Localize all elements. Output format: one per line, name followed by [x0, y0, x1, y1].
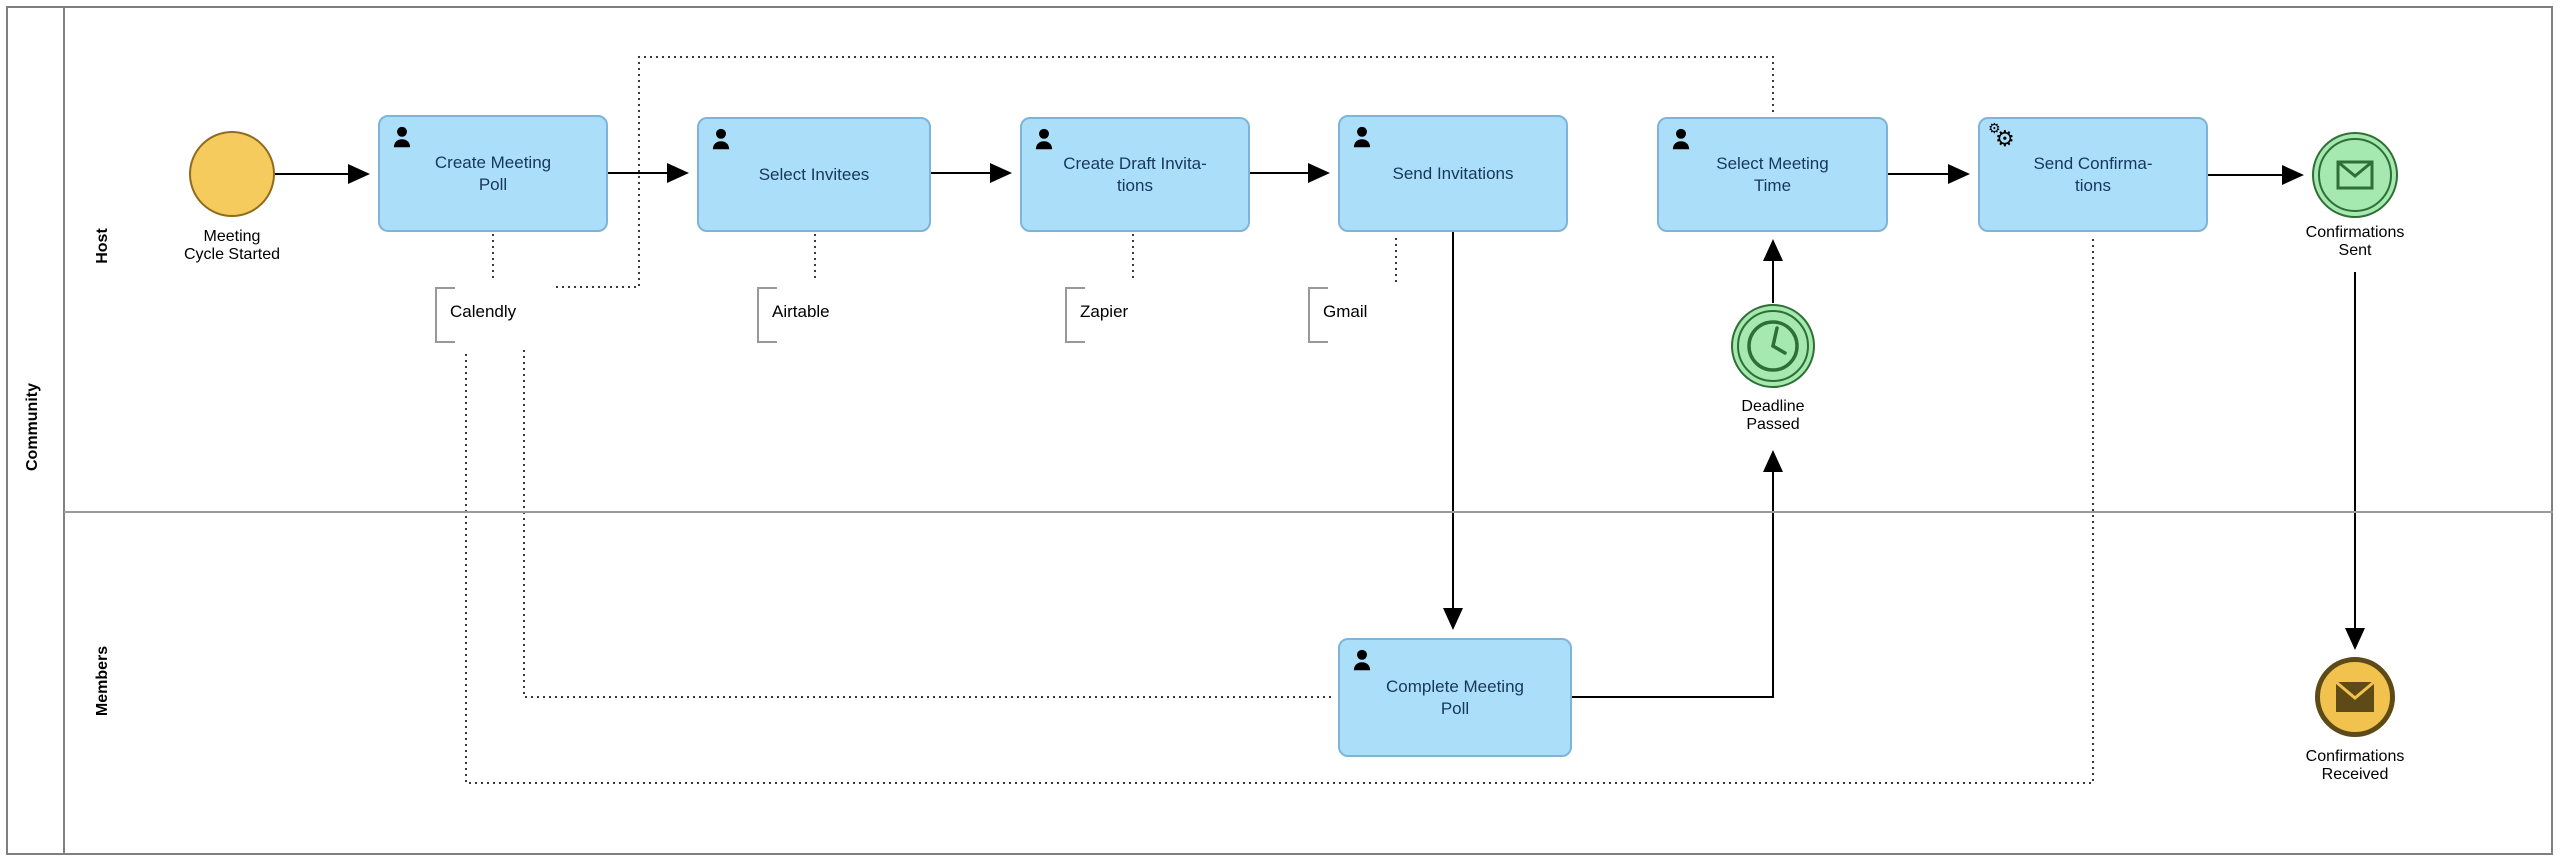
annotation-bracket-zapier — [1065, 287, 1085, 343]
user-icon — [712, 128, 730, 150]
task-label: Create Meeting Poll — [434, 153, 552, 194]
task-create-meeting-poll[interactable]: Create Meeting Poll — [378, 115, 608, 232]
task-label: Send Confirma- tions — [2033, 154, 2153, 195]
task-select-invitees[interactable]: Select Invitees — [697, 117, 931, 232]
task-send-invitations[interactable]: Send Invitations — [1338, 115, 1568, 232]
user-icon — [1353, 649, 1371, 671]
clock-icon — [1747, 320, 1799, 372]
annotation-calendly[interactable]: Calendly — [450, 302, 517, 321]
user-icon — [1035, 128, 1053, 150]
start-event-label: Meeting Cycle Started — [183, 228, 281, 264]
event-inner-ring — [2318, 138, 2392, 212]
association-calendly-to-select-meeting-time[interactable] — [556, 56, 1774, 288]
lane-label-members: Members — [94, 645, 111, 717]
envelope-icon — [2336, 160, 2374, 190]
end-event-confirmations-received[interactable] — [2315, 657, 2395, 737]
task-label: Create Draft Invita- tions — [1063, 154, 1207, 195]
lane-divider-host-members — [64, 511, 2553, 513]
gear-icon: ⚙⚙ — [1988, 120, 2015, 151]
deadline-passed-label: Deadline Passed — [1741, 398, 1805, 434]
envelope-filled-icon — [2335, 680, 2375, 712]
start-event-meeting-cycle-started[interactable] — [189, 131, 275, 217]
lane-label-host: Host — [94, 228, 111, 264]
user-icon — [1353, 126, 1371, 148]
association-calendly-to-complete-poll[interactable] — [523, 350, 1334, 698]
event-inner-ring — [1737, 310, 1809, 382]
pool-header-divider — [63, 6, 65, 855]
pool-community — [6, 6, 2553, 855]
task-label: Select Invitees — [758, 164, 870, 184]
task-label: Select Meeting Time — [1716, 154, 1829, 195]
task-create-draft-invitations[interactable]: Create Draft Invita- tions — [1020, 117, 1250, 232]
user-icon — [1672, 128, 1690, 150]
annotation-zapier[interactable]: Zapier — [1080, 302, 1129, 321]
timer-event-deadline-passed[interactable] — [1731, 304, 1815, 388]
annotation-gmail[interactable]: Gmail — [1323, 302, 1368, 321]
intermediate-event-confirmations-sent[interactable] — [2312, 132, 2398, 218]
task-label: Send Invitations — [1392, 163, 1514, 183]
task-label: Complete Meeting Poll — [1386, 677, 1524, 718]
task-complete-meeting-poll[interactable]: Complete Meeting Poll — [1338, 638, 1572, 757]
association-calendly-to-send-confirmations[interactable] — [465, 236, 2094, 784]
annotation-airtable[interactable]: Airtable — [772, 302, 830, 321]
task-send-confirmations[interactable]: ⚙⚙ Send Confirma- tions — [1978, 117, 2208, 232]
annotation-bracket-gmail — [1308, 287, 1328, 343]
annotation-bracket-calendly — [435, 287, 455, 343]
confirmations-received-label: Confirmations Received — [2305, 748, 2405, 784]
annotation-bracket-airtable — [757, 287, 777, 343]
confirmations-sent-label: Confirmations Sent — [2305, 224, 2405, 260]
user-icon — [393, 126, 411, 148]
flow-complete-poll-to-deadline-passed[interactable] — [1572, 450, 1783, 698]
task-select-meeting-time[interactable]: Select Meeting Time — [1657, 117, 1888, 232]
pool-label: Community — [24, 383, 41, 471]
